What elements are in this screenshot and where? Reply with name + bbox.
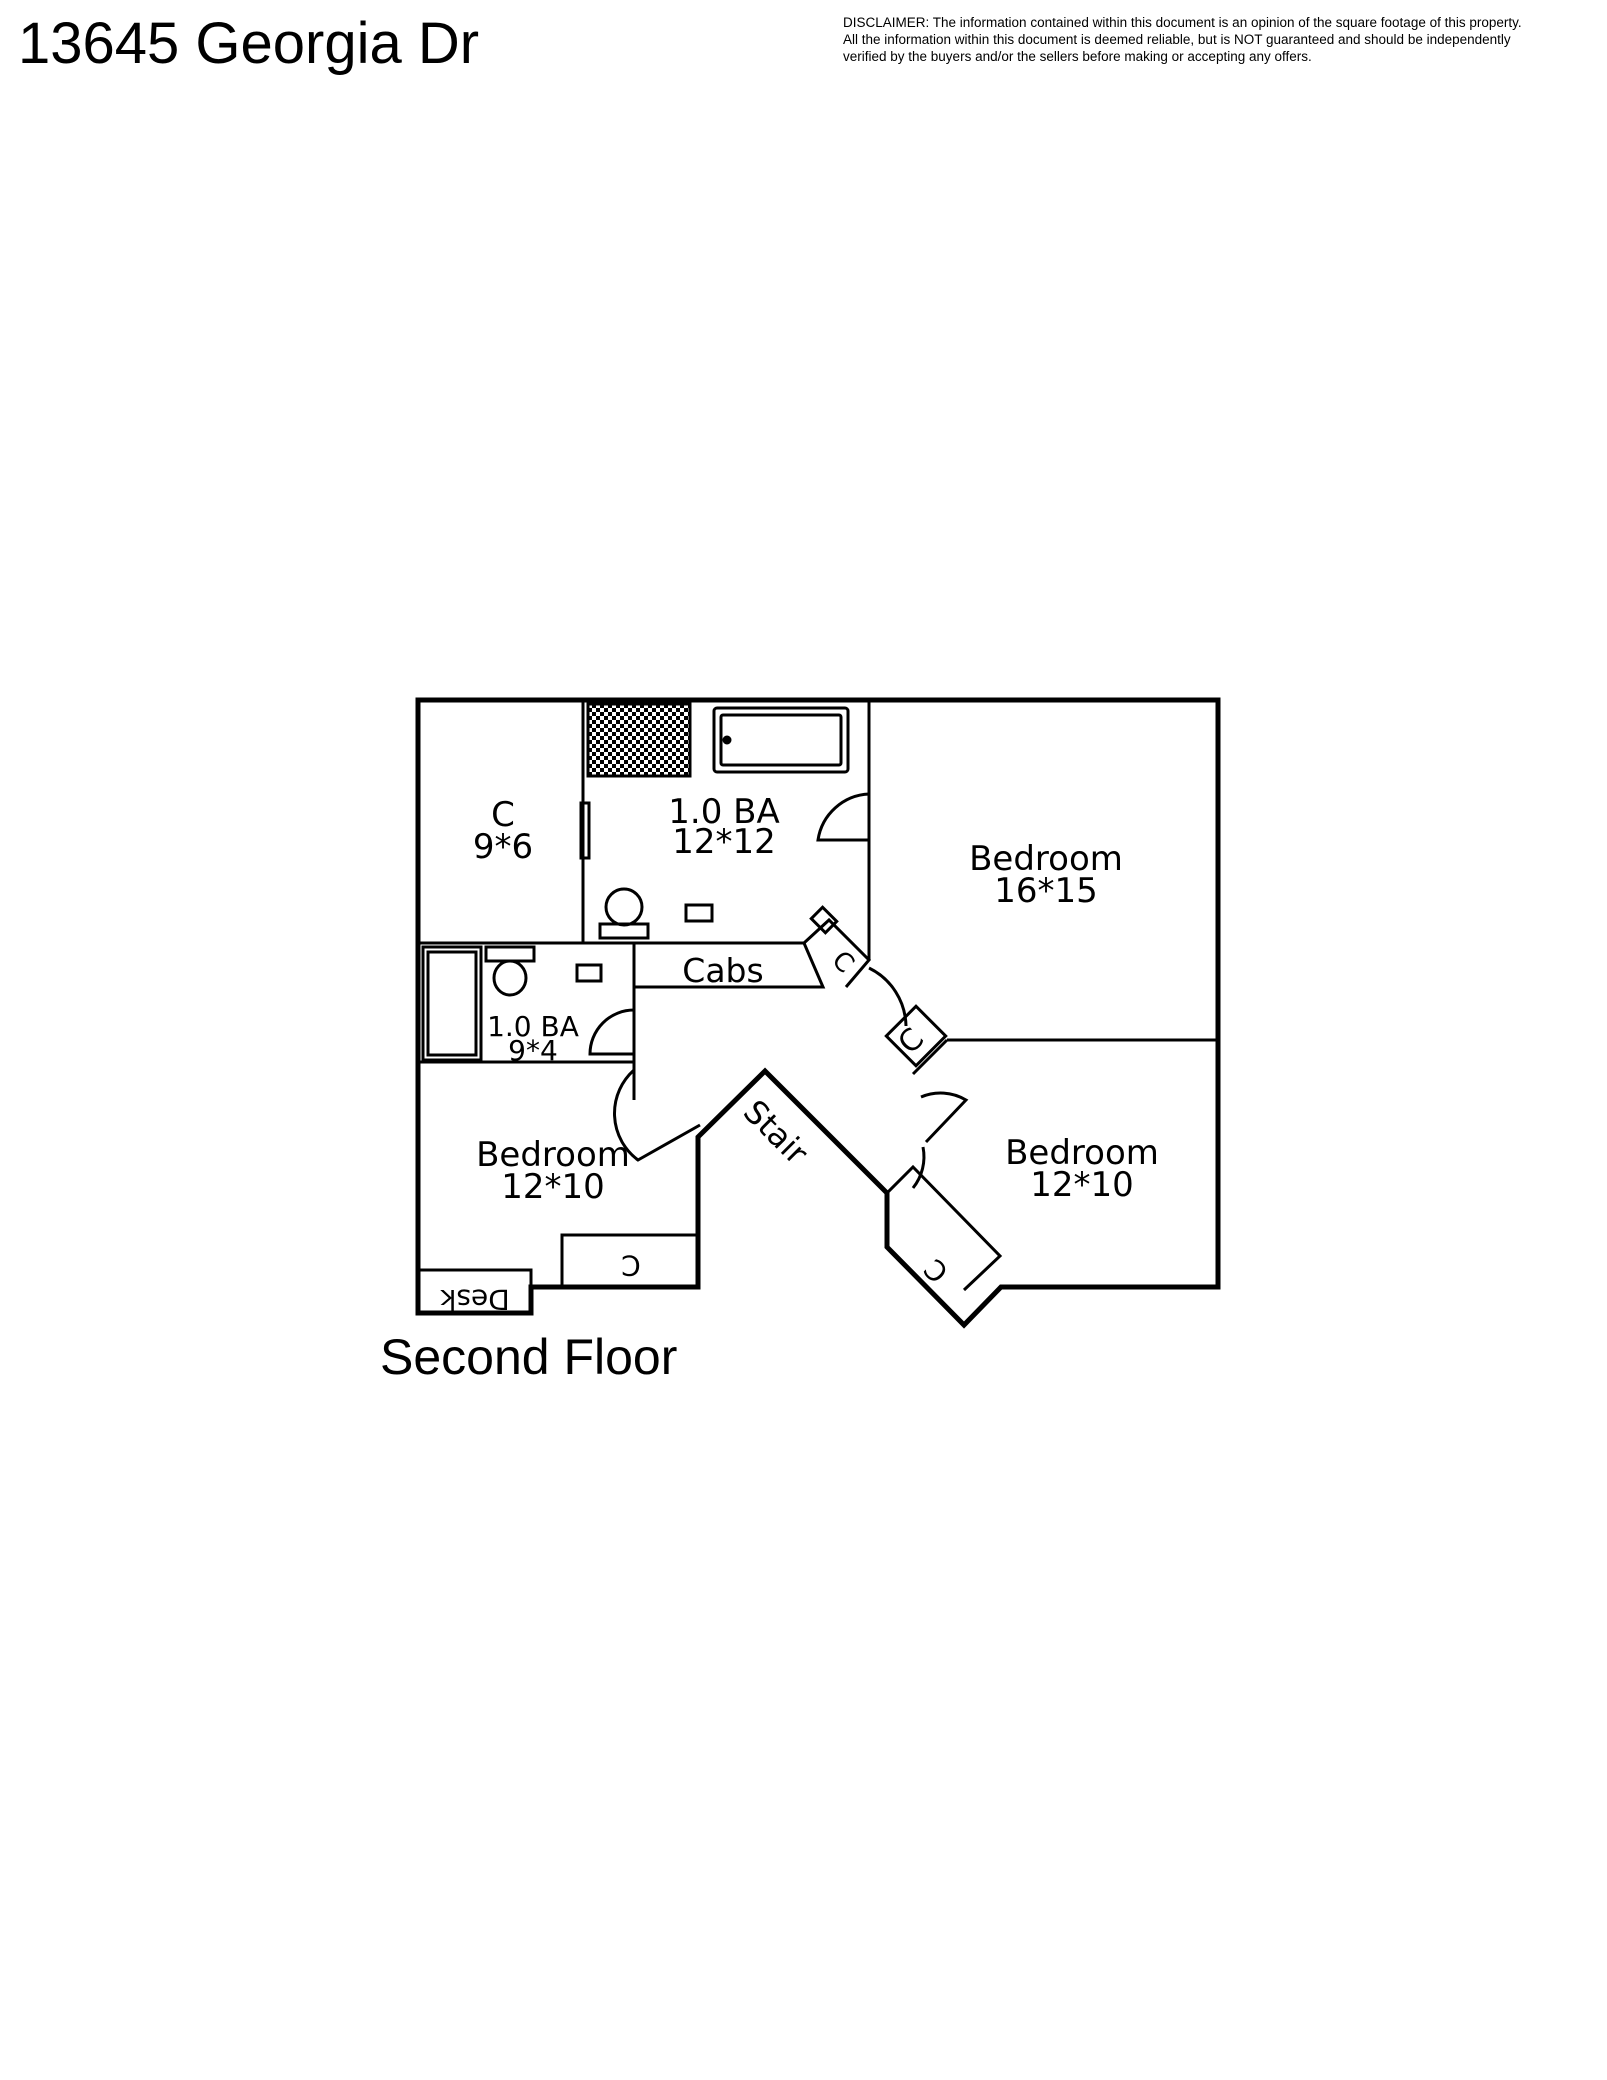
fixtures: [418, 702, 850, 1313]
cabs-label: Cabs: [682, 951, 763, 990]
closet-main-size: 9*6: [473, 827, 533, 867]
cabinets: [545, 917, 872, 989]
bedroom-1-name: Bedroom: [969, 839, 1123, 879]
closets: [560, 1004, 1003, 1292]
disclaimer-line: All the information within this document…: [843, 32, 1511, 47]
property-address: 13645 Georgia Dr: [18, 11, 480, 76]
stair-label: Stair: [736, 1092, 816, 1172]
closet-bed2-label: C: [621, 1249, 641, 1282]
disclaimer: DISCLAIMER: The information contained wi…: [843, 14, 1603, 65]
bedroom-3-name: Bedroom: [1005, 1133, 1159, 1173]
door-swings: [588, 792, 969, 1189]
bath-small-size: 9*4: [508, 1034, 558, 1067]
bedroom-2-size: 12*10: [501, 1167, 605, 1207]
interior-walls: [418, 700, 1218, 1100]
bath-main-name: 1.0 BA: [668, 792, 779, 832]
bath-main-size: 12*12: [672, 822, 776, 862]
bedroom-2-name: Bedroom: [476, 1135, 630, 1175]
disclaimer-line: verified by the buyers and/or the seller…: [843, 49, 1312, 64]
room-labels: C 9*6 1.0 BA 12*12 Bedroom 16*15 Cabs 1.…: [439, 792, 1158, 1316]
desk-label: Desk: [439, 1283, 509, 1316]
bedroom-1-size: 16*15: [994, 871, 1098, 911]
bath-small-name: 1.0 BA: [487, 1010, 579, 1043]
bedroom-3-size: 12*10: [1030, 1165, 1134, 1205]
closet-cabs-label: C: [826, 945, 860, 979]
disclaimer-line: DISCLAIMER: The information contained wi…: [843, 15, 1522, 30]
floor-name: Second Floor: [380, 1329, 678, 1385]
closet-main-name: C: [491, 795, 515, 835]
